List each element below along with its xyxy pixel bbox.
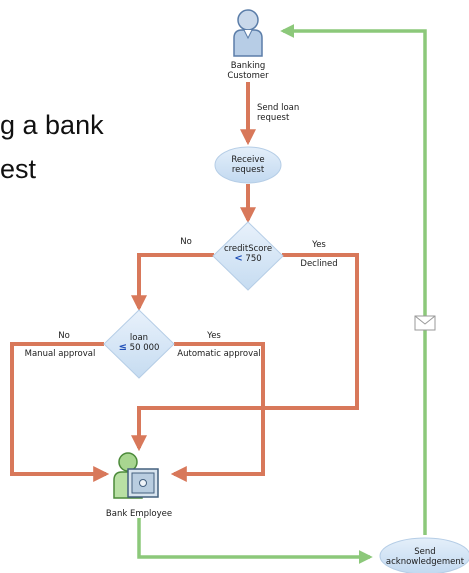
edge-label-credit-declined: Declined xyxy=(300,259,338,269)
edge-label-credit-yes: Yes xyxy=(312,240,326,250)
less-equal-symbol: ≤ xyxy=(118,342,127,353)
send-ack-line2: acknowledgement xyxy=(385,557,465,567)
customer-label-line1: Banking xyxy=(230,61,266,71)
slide-title-line1: g a bank xyxy=(0,110,104,140)
person-icon xyxy=(233,9,263,57)
credit-label-line2: < 750 xyxy=(218,253,278,265)
decision-credit-score xyxy=(212,221,284,291)
receive-request-node xyxy=(214,146,282,184)
less-than-symbol: < xyxy=(234,253,243,264)
edge-loan-no xyxy=(10,342,110,482)
slide-title-line2: est xyxy=(0,154,37,184)
loan-decision-label: loan ≤ 50 000 xyxy=(109,333,169,353)
credit-decision-label: creditScore < 750 xyxy=(218,244,278,264)
customer-label: Banking Customer xyxy=(213,61,283,81)
edge-label-send-loan: Send loan request xyxy=(257,103,299,123)
send-loan-line2: request xyxy=(257,113,290,123)
edge-credit-no xyxy=(131,253,214,312)
edge-label-loan-auto: Automatic approval xyxy=(177,349,261,359)
employee-label: Bank Employee xyxy=(105,509,173,519)
edge-credit-yes xyxy=(131,253,359,452)
edge-ack-to-customer xyxy=(280,24,427,535)
edge-label-loan-manual: Manual approval xyxy=(24,349,96,359)
customer-label-line2: Customer xyxy=(227,71,269,81)
send-ack-line1: Send xyxy=(414,547,436,557)
envelope-icon xyxy=(414,315,436,331)
credit-threshold-value: 750 xyxy=(245,254,262,264)
loan-threshold-value: 50 000 xyxy=(129,343,160,353)
credit-label-line1: creditScore xyxy=(223,244,273,254)
send-acknowledgement-node xyxy=(379,537,469,573)
loan-label-line1: loan xyxy=(129,333,149,343)
edge-label-loan-yes: Yes xyxy=(207,331,221,341)
send-loan-line1: Send loan xyxy=(257,103,300,113)
decision-loan xyxy=(103,309,175,379)
receive-request-label: Receive request xyxy=(218,155,278,175)
edge-label-credit-no: No xyxy=(180,237,192,247)
send-ack-label: Send acknowledgement xyxy=(380,547,469,567)
edge-label-loan-no: No xyxy=(58,331,70,341)
edge-loan-yes xyxy=(170,342,265,482)
receive-label-line2: request xyxy=(231,165,265,175)
receive-label-line1: Receive xyxy=(231,155,265,165)
loan-label-line2: ≤ 50 000 xyxy=(109,342,169,354)
employee-safe-icon xyxy=(113,452,159,499)
edge-employee-to-ack xyxy=(137,518,373,564)
